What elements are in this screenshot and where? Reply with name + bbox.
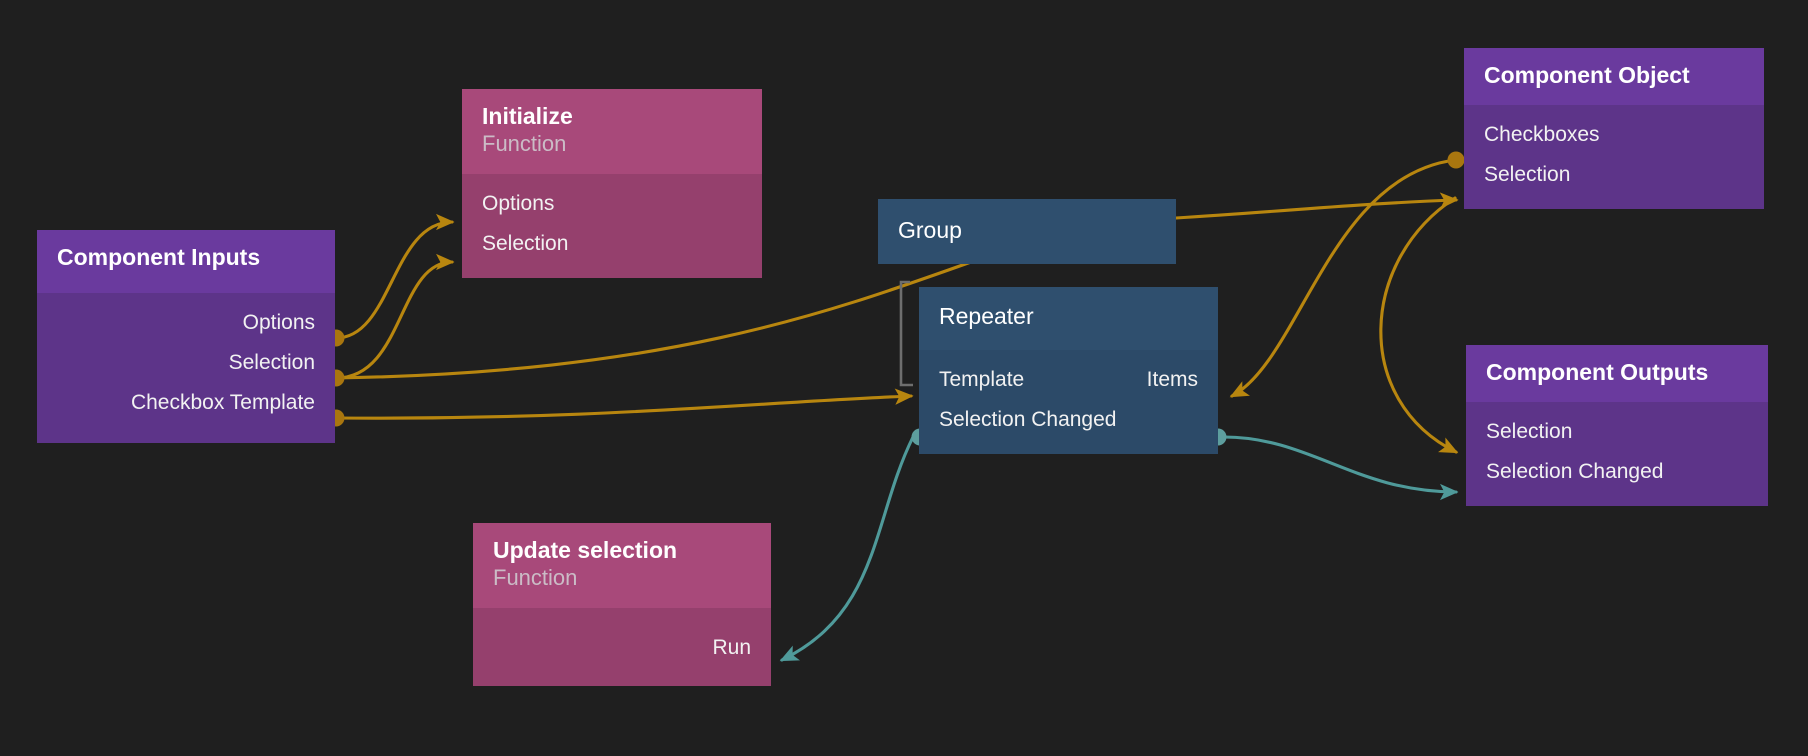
node-component-outputs-body: Selection Selection Changed (1466, 402, 1768, 507)
edge-object-checkboxes-to-repeater-items (1229, 158, 1457, 398)
port-component-inputs-selection[interactable]: Selection (37, 343, 335, 383)
node-update-selection-body: Run (473, 607, 771, 686)
node-component-object-body: Checkboxes Selection (1464, 105, 1764, 210)
node-component-outputs[interactable]: Component Outputs Selection Selection Ch… (1466, 345, 1768, 507)
port-label: Checkbox Template (130, 391, 315, 415)
node-update-selection-header: Update selection Function (473, 523, 771, 608)
port-label-items: Items (1146, 368, 1198, 392)
port-label: Selection (482, 231, 569, 255)
port-component-outputs-selection-changed[interactable]: Selection Changed (1466, 452, 1768, 492)
port-initialize-selection[interactable]: Selection (462, 224, 762, 264)
node-component-outputs-title: Component Outputs (1486, 359, 1709, 385)
node-group[interactable]: Group (878, 199, 1176, 265)
node-initialize-title: Initialize (482, 103, 573, 129)
port-label: Selection (228, 351, 315, 375)
node-component-inputs-body: Options Selection Checkbox Template (37, 293, 335, 444)
node-repeater-body: Template Items Selection Changed (919, 350, 1218, 455)
edge-inputs-selection-to-initialize-selection (334, 253, 455, 380)
node-initialize-header: Initialize Function (462, 89, 762, 174)
node-component-inputs-header: Component Inputs (37, 230, 335, 294)
port-label: Selection Changed (939, 408, 1117, 432)
port-component-object-selection[interactable]: Selection (1464, 155, 1764, 195)
node-repeater-title: Repeater (939, 303, 1034, 329)
edge-repeater-changed-to-update-run (779, 435, 915, 662)
edge-inputs-template-to-repeater-template (334, 388, 914, 420)
edge-inputs-options-to-initialize-options (334, 213, 455, 340)
port-label: Selection (1484, 163, 1571, 187)
node-initialize-body: Options Selection (462, 173, 762, 278)
port-label: Checkboxes (1484, 123, 1600, 147)
port-label: Selection (1486, 420, 1573, 444)
port-label: Selection Changed (1486, 460, 1664, 484)
node-component-object[interactable]: Component Object Checkboxes Selection (1464, 48, 1764, 210)
node-component-inputs[interactable]: Component Inputs Options Selection Check… (37, 230, 335, 444)
port-repeater-selection-changed[interactable]: Selection Changed (919, 400, 1218, 440)
node-repeater[interactable]: Repeater Template Items Selection Change… (919, 287, 1218, 455)
node-component-inputs-title: Component Inputs (57, 244, 261, 270)
port-component-inputs-checkbox-template[interactable]: Checkbox Template (37, 383, 335, 423)
node-update-selection-subtitle: Function (493, 565, 578, 591)
node-component-object-title: Component Object (1484, 62, 1690, 88)
dot-object-checkboxes[interactable] (1447, 151, 1465, 169)
edge-object-selection-to-outputs-selection (1379, 196, 1459, 454)
port-label: Run (712, 635, 751, 659)
port-label: Options (482, 191, 555, 215)
port-label-template: Template (939, 368, 1025, 392)
node-initialize[interactable]: Initialize Function Options Selection (462, 89, 762, 278)
node-component-outputs-header: Component Outputs (1466, 345, 1768, 403)
node-initialize-subtitle: Function (482, 131, 567, 157)
edge-group-to-object-selection (1174, 192, 1459, 220)
port-update-selection-run[interactable]: Run (473, 628, 771, 668)
node-group-title: Group (898, 217, 962, 243)
node-update-selection-title: Update selection (493, 537, 678, 563)
port-repeater-template-items[interactable]: Template Items (919, 360, 1218, 400)
port-label: Options (242, 311, 315, 335)
port-component-object-checkboxes[interactable]: Checkboxes (1464, 115, 1764, 155)
node-repeater-header: Repeater (919, 287, 1218, 351)
port-component-inputs-options[interactable]: Options (37, 303, 335, 343)
node-update-selection[interactable]: Update selection Function Run (473, 523, 771, 686)
port-component-outputs-selection[interactable]: Selection (1466, 412, 1768, 452)
node-group-header: Group (878, 199, 1176, 265)
edge-repeater-changed-to-outputs-changed (1222, 435, 1459, 501)
port-initialize-options[interactable]: Options (462, 184, 762, 224)
node-component-object-header: Component Object (1464, 48, 1764, 106)
group-contains-repeater-bracket (899, 280, 913, 387)
